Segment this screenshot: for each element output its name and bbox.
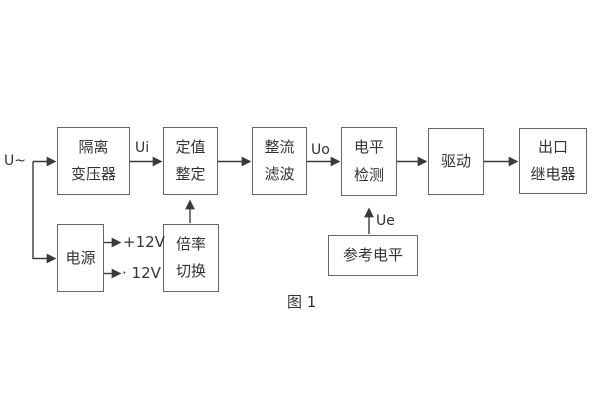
- block-rectify-filter-line2: 滤波: [264, 165, 295, 183]
- block-level-detect-line1: 电平: [353, 138, 384, 157]
- signal-ue-label: Ue: [376, 213, 395, 229]
- signal-ui-label: Ui: [135, 140, 150, 156]
- block-power-supply-label: 电源: [65, 248, 96, 267]
- arrow-input-branch-to-power-supply: [32, 161, 57, 264]
- block-ratio-switch-line2: 切换: [175, 262, 206, 280]
- block-output-relay: 出口 继电器: [519, 128, 587, 194]
- block-output-relay-line2: 继电器: [530, 164, 576, 183]
- block-isolation-transformer-line1: 隔离: [78, 138, 109, 156]
- block-value-setting: 定值 整定: [163, 127, 218, 195]
- block-value-setting-line2: 整定: [175, 165, 206, 183]
- block-output-relay-line1: 出口: [537, 138, 568, 157]
- block-reference-level: 参考电平: [328, 235, 418, 276]
- block-level-detect: 电平 检测: [341, 127, 397, 196]
- block-ratio-switch-line1: 倍率: [175, 235, 206, 253]
- block-rectify-filter: 整流 滤波: [252, 127, 307, 195]
- block-isolation-transformer: 隔离 变压器: [57, 127, 130, 195]
- positive-rail-label: +12V: [123, 233, 165, 251]
- input-voltage-label: U~: [4, 153, 26, 169]
- block-isolation-transformer-line2: 变压器: [70, 165, 116, 183]
- block-reference-level-label: 参考电平: [342, 246, 403, 264]
- block-drive-label: 驱动: [440, 152, 471, 170]
- block-power-supply: 电源: [57, 224, 104, 292]
- figure-caption: 图 1: [287, 293, 317, 311]
- negative-rail-label: · 12V: [122, 264, 161, 282]
- block-rectify-filter-line1: 整流: [264, 138, 295, 156]
- block-drive: 驱动: [428, 128, 484, 195]
- block-level-detect-line2: 检测: [353, 165, 384, 184]
- block-ratio-switch: 倍率 切换: [163, 224, 219, 292]
- signal-uo-label: Uo: [311, 142, 330, 158]
- block-value-setting-line1: 定值: [175, 138, 206, 156]
